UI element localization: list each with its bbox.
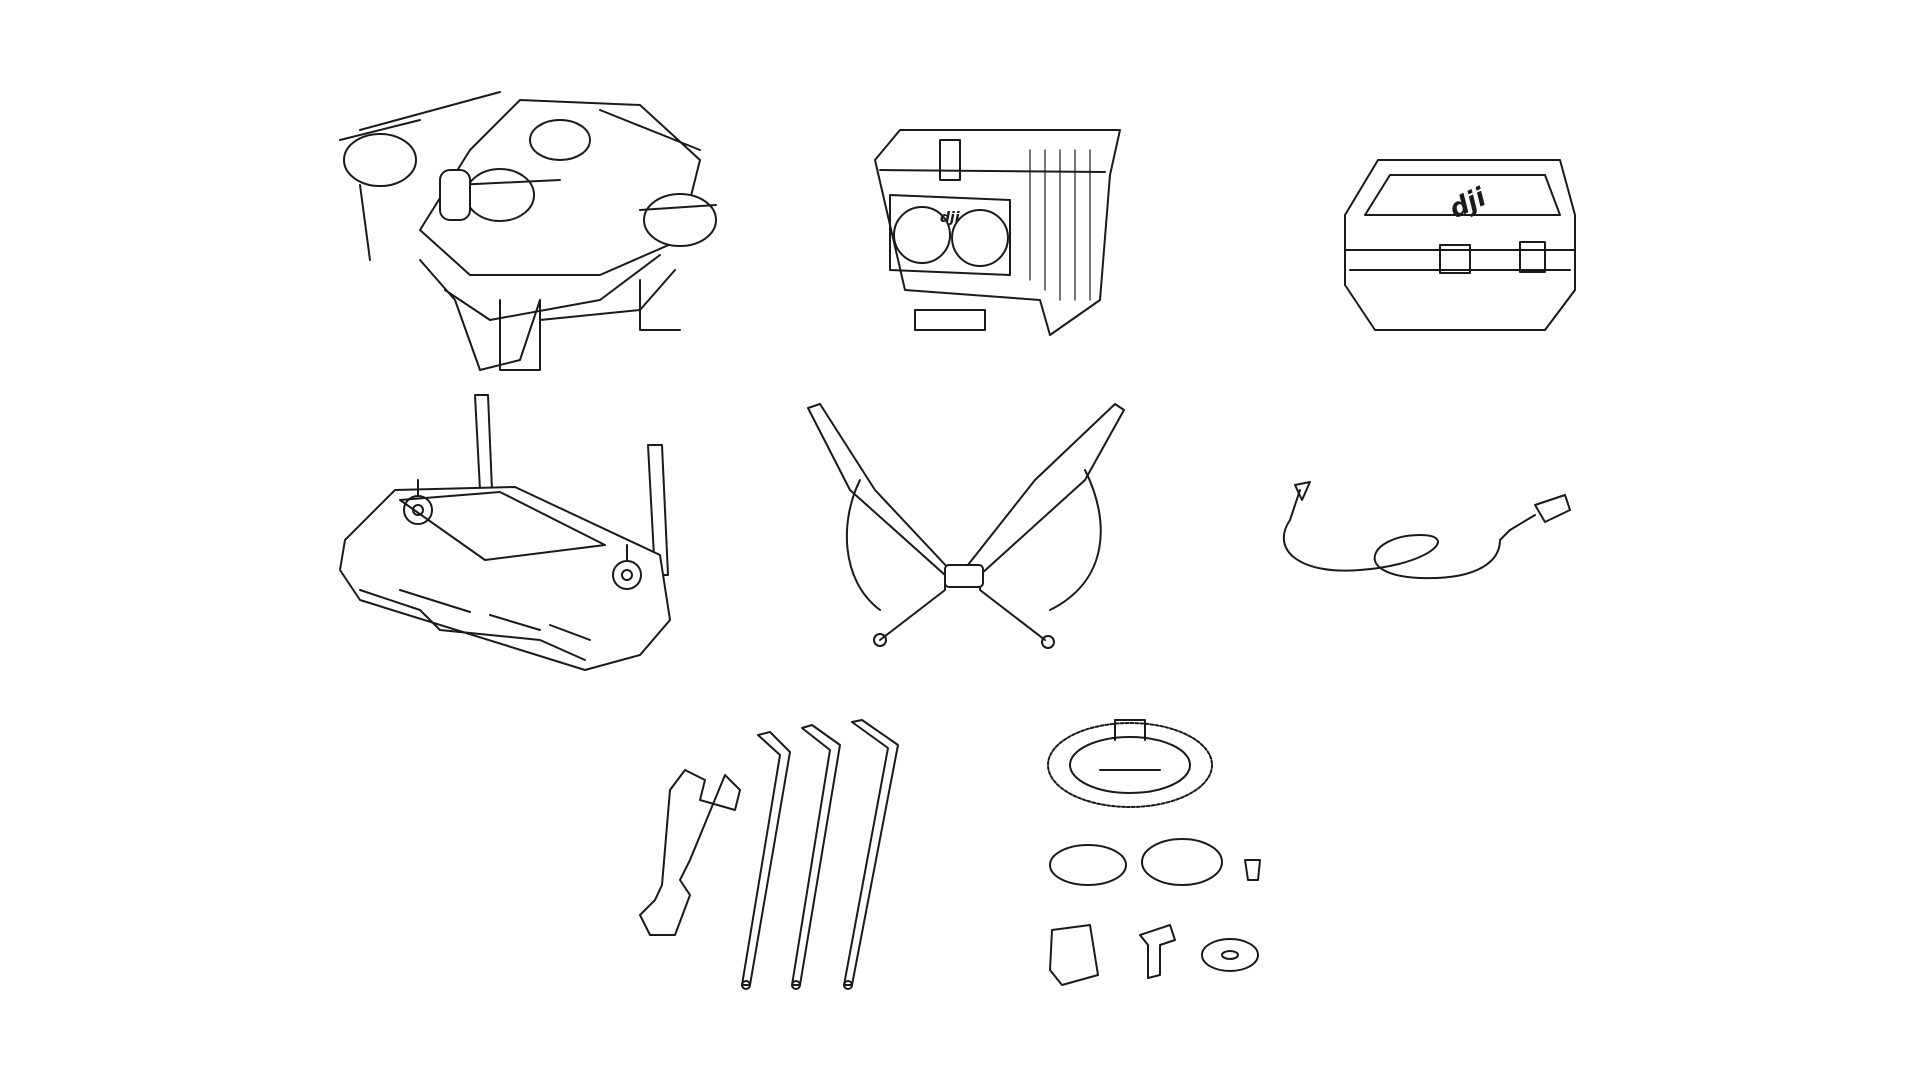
usb-cable-icon — [1283, 481, 1571, 580]
remote-controller-icon — [339, 394, 671, 671]
battery-station-icon: dji — [874, 129, 1121, 336]
drone-icon — [339, 91, 717, 371]
spare-parts-icon — [1047, 719, 1261, 986]
strap-buckle — [944, 564, 984, 588]
dji-logo: dji — [940, 210, 960, 226]
wrench-and-hex-keys-icon — [639, 719, 899, 990]
storage-case-icon: dji — [1344, 159, 1576, 331]
dji-logo: dji — [1445, 182, 1492, 225]
shoulder-strap-icon — [807, 403, 1125, 649]
